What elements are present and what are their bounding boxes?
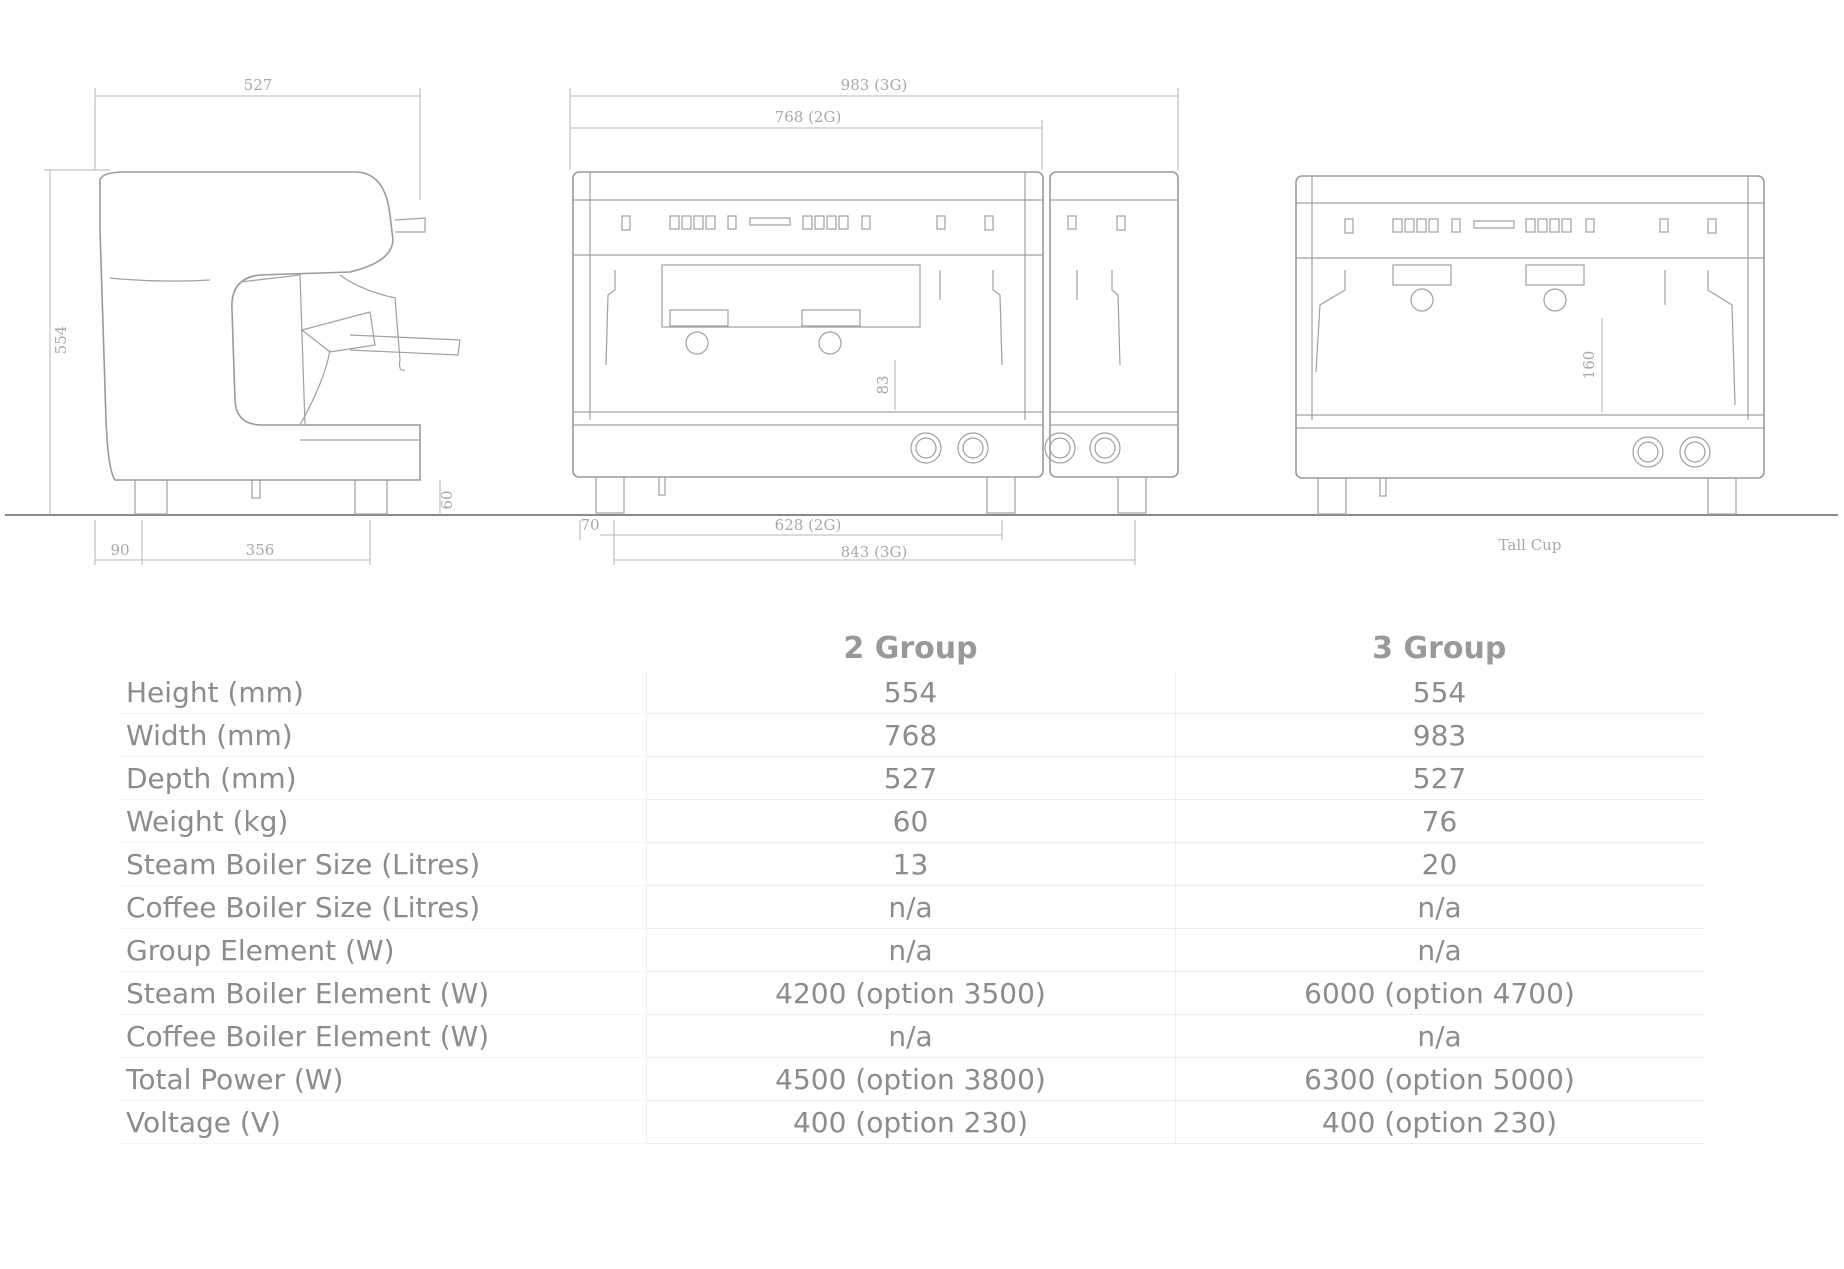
tall-cup-label: Tall Cup: [1499, 536, 1562, 554]
row-label: Coffee Boiler Size (Litres): [118, 885, 646, 929]
value-2-group: 60: [645, 799, 1175, 843]
technical-drawings: 527 554 60 90 356 983 (3G: [5, 76, 1838, 565]
row-label: Depth (mm): [118, 756, 646, 800]
value-3-group: 400 (option 230): [1174, 1100, 1704, 1144]
value-3-group: n/a: [1174, 1014, 1704, 1058]
column-header-2-group: 2 Group: [843, 630, 978, 666]
side-foot-span-label: 356: [246, 541, 275, 559]
value-3-group: 6300 (option 5000): [1174, 1057, 1704, 1101]
cup-clearance-2g-label: 83: [874, 375, 892, 394]
value-3-group: n/a: [1174, 928, 1704, 972]
value-2-group: 768: [645, 713, 1175, 757]
table-row: Total Power (W)4500 (option 3800)6300 (o…: [118, 1057, 1704, 1101]
tall-cup-view-drawing: 160 Tall Cup: [1295, 175, 1765, 554]
foot-span-3g-label: 843 (3G): [841, 543, 908, 561]
front-offset-label: 70: [580, 516, 599, 534]
row-label: Width (mm): [118, 713, 646, 757]
value-3-group: 20: [1174, 842, 1704, 886]
width-3g-label: 983 (3G): [841, 76, 908, 94]
side-height-label: 554: [52, 326, 70, 355]
table-row: Voltage (V)400 (option 230)400 (option 2…: [118, 1100, 1704, 1144]
value-2-group: 4200 (option 3500): [645, 971, 1175, 1015]
row-label: Steam Boiler Element (W): [118, 971, 646, 1015]
foot-span-2g-label: 628 (2G): [775, 516, 842, 534]
value-2-group: n/a: [645, 1014, 1175, 1058]
front-view-drawing: 983 (3G) 768 (2G): [569, 76, 1179, 565]
value-2-group: 4500 (option 3800): [645, 1057, 1175, 1101]
value-3-group: 76: [1174, 799, 1704, 843]
value-2-group: n/a: [645, 885, 1175, 929]
row-label: Total Power (W): [118, 1057, 646, 1101]
value-2-group: 400 (option 230): [645, 1100, 1175, 1144]
row-label: Group Element (W): [118, 928, 646, 972]
value-2-group: 554: [645, 671, 1175, 714]
value-3-group: 6000 (option 4700): [1174, 971, 1704, 1015]
row-label: Voltage (V): [118, 1100, 646, 1144]
row-label: Steam Boiler Size (Litres): [118, 842, 646, 886]
row-label: Weight (kg): [118, 799, 646, 843]
value-2-group: n/a: [645, 928, 1175, 972]
side-depth-label: 527: [244, 76, 273, 94]
value-3-group: 527: [1174, 756, 1704, 800]
row-label: Height (mm): [118, 671, 646, 714]
leg-height-label: 60: [438, 490, 456, 509]
side-foot-offset-label: 90: [110, 541, 129, 559]
table-row: Steam Boiler Element (W)4200 (option 350…: [118, 971, 1704, 1015]
value-3-group: n/a: [1174, 885, 1704, 929]
side-view-drawing: 527 554 60 90 356: [44, 76, 461, 565]
width-2g-label: 768 (2G): [775, 108, 842, 126]
table-header-row: 2 Group 3 Group: [118, 625, 1704, 671]
value-3-group: 554: [1174, 671, 1704, 714]
row-label: Coffee Boiler Element (W): [118, 1014, 646, 1058]
value-3-group: 983: [1174, 713, 1704, 757]
tall-cup-clearance-label: 160: [1580, 351, 1598, 380]
value-2-group: 13: [645, 842, 1175, 886]
column-header-3-group: 3 Group: [1372, 630, 1507, 666]
value-2-group: 527: [645, 756, 1175, 800]
